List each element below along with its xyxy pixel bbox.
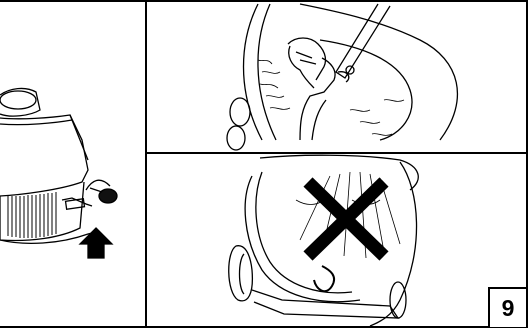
engine-spark-plug-icon [0,88,117,258]
prohibited-x-icon [308,182,384,256]
up-arrow-icon [80,228,112,258]
figure-number: 9 [488,287,526,327]
hand-cleaning-mower-deck-icon [227,4,457,150]
panel-frame [0,1,528,327]
mower-deck-hose-icon [229,155,419,326]
